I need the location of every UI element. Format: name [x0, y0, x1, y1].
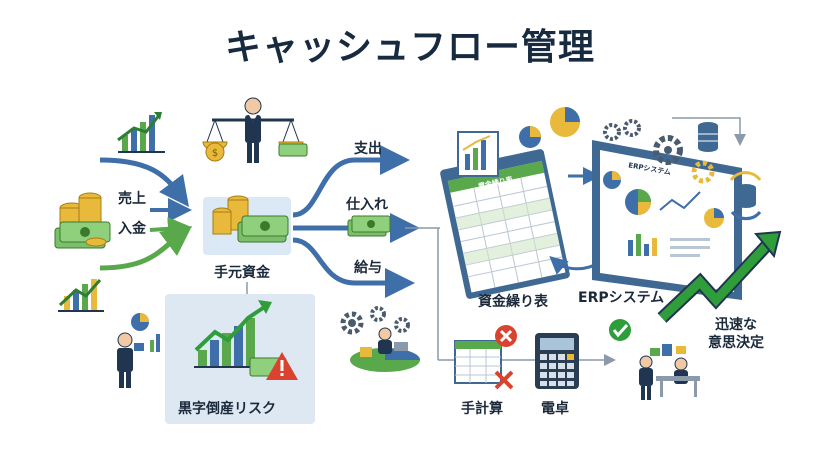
- erp-screen-graphic: [592, 140, 742, 300]
- spreadsheet-icon: [454, 340, 502, 384]
- cashflow-table-label: 資金繰り表: [478, 294, 548, 310]
- meeting-people-icon: [639, 344, 700, 400]
- risk-label: 黒字倒産リスク: [178, 401, 276, 417]
- salary-label: 給与: [354, 260, 382, 276]
- outflow-arrow-expense: [292, 145, 410, 218]
- sales-label: 売上: [118, 191, 146, 207]
- page-title: キャッシュフロー管理: [224, 27, 595, 68]
- check-circle-icon: [609, 319, 631, 341]
- decision-label-line2: 意思決定: [708, 335, 764, 351]
- manual-calc-label: 手計算: [461, 401, 503, 417]
- rising-arrow-green: [658, 242, 770, 322]
- outflow-arrow-salary: [292, 237, 415, 298]
- expense-label: 支出: [354, 141, 382, 157]
- deposit-label: 入金: [118, 221, 146, 237]
- purchase-cash-icon: [347, 215, 391, 237]
- rising-chart-risk-icon: [194, 300, 298, 380]
- gears-analyst-icon: [340, 306, 420, 372]
- svg-text:$: $: [212, 148, 218, 159]
- chart-icon-bottom-left: [58, 279, 104, 312]
- error-x-mark-icon: [494, 370, 514, 390]
- inflow-arrow-blue: [99, 157, 190, 207]
- cash-coins-hub-icon: [212, 195, 289, 243]
- purchase-label: 仕入れ: [346, 197, 388, 213]
- calculator-icon: [535, 333, 579, 389]
- businessman-presenter-icon: [117, 313, 160, 388]
- coins-cash-icon-left: [54, 192, 111, 249]
- hub-label: 手元資金: [214, 265, 270, 281]
- inflow-arrow-green: [99, 225, 192, 271]
- decision-label-line1: 迅速な: [715, 317, 757, 333]
- decision-label: 迅速な 意思決定: [708, 316, 764, 352]
- gears-database-icons: [603, 117, 762, 221]
- chart-icon-top-left: [117, 112, 165, 153]
- balance-scale-man-icon: $: [202, 97, 308, 163]
- analytics-icons-above-sheet: [457, 107, 580, 177]
- error-x-circle-icon: [495, 325, 517, 347]
- calculator-label: 電卓: [541, 401, 569, 417]
- erp-label: ERPシステム: [578, 290, 665, 306]
